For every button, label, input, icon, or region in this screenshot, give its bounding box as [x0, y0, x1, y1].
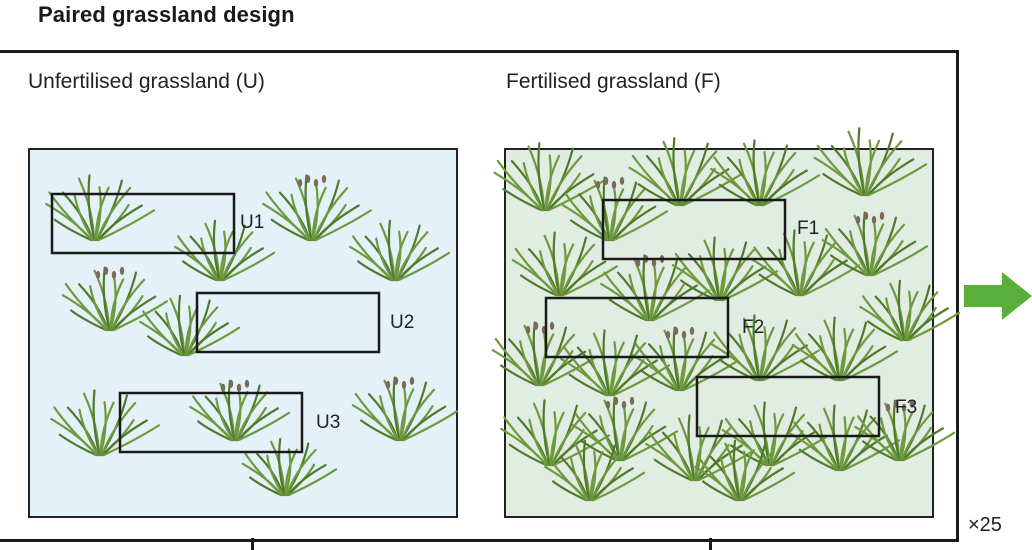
- grass-tuft-icon: [813, 127, 928, 197]
- grass-tuft-icon: [174, 219, 276, 282]
- connector-left: [251, 538, 254, 550]
- grass-tuft-icon: [750, 229, 861, 297]
- plot-label-u1: U1: [240, 212, 265, 233]
- grass-tuft-icon: [262, 174, 373, 242]
- grass-tuft-icon: [790, 404, 901, 472]
- panel-title-fertilised: Fertilised grassland (F): [506, 70, 721, 93]
- plot-label-f3: F3: [895, 397, 918, 418]
- grass-tuft-icon: [351, 376, 459, 442]
- grass-tuft-icon: [560, 329, 671, 397]
- diagram-title: Paired grassland design: [38, 2, 295, 27]
- plot-box-u1: [50, 192, 236, 255]
- grass-tuft-icon: [511, 231, 619, 297]
- connector-right: [709, 538, 712, 550]
- grass-tuft-icon: [600, 254, 711, 322]
- grass-tuft-icon: [61, 266, 169, 332]
- grass-tuft-icon: [859, 279, 961, 342]
- plot-label-u3: U3: [316, 412, 341, 433]
- plot-box-f2: [544, 296, 730, 359]
- grass-tuft-icon: [500, 399, 611, 467]
- outer-frame: [0, 50, 959, 542]
- grass-tuft-icon: [854, 399, 956, 462]
- plot-label-f1: F1: [797, 218, 820, 239]
- grass-tuft-icon: [45, 174, 156, 242]
- plot-box-u3: [118, 391, 304, 454]
- plot-box-f3: [695, 375, 881, 438]
- panel-title-unfertilised: Unfertilised grassland (U): [28, 70, 265, 93]
- field-unfertilised: [28, 148, 458, 518]
- grass-tuft-icon: [493, 142, 608, 212]
- right-arrow-icon: [964, 272, 1032, 320]
- grass-tuft-icon: [694, 439, 796, 502]
- grass-tuft-icon: [544, 439, 646, 502]
- grass-tuft-icon: [189, 379, 291, 442]
- grass-tuft-icon: [821, 211, 929, 277]
- grass-tuft-icon: [241, 437, 338, 497]
- grass-tuft-icon: [349, 219, 451, 282]
- plot-label-f2: F2: [742, 317, 765, 338]
- plot-box-f1: [601, 198, 787, 261]
- plot-label-u2: U2: [390, 312, 415, 333]
- plot-box-u2: [195, 291, 381, 354]
- grass-tuft-icon: [139, 294, 241, 357]
- replicates-label: ×25: [968, 514, 1002, 536]
